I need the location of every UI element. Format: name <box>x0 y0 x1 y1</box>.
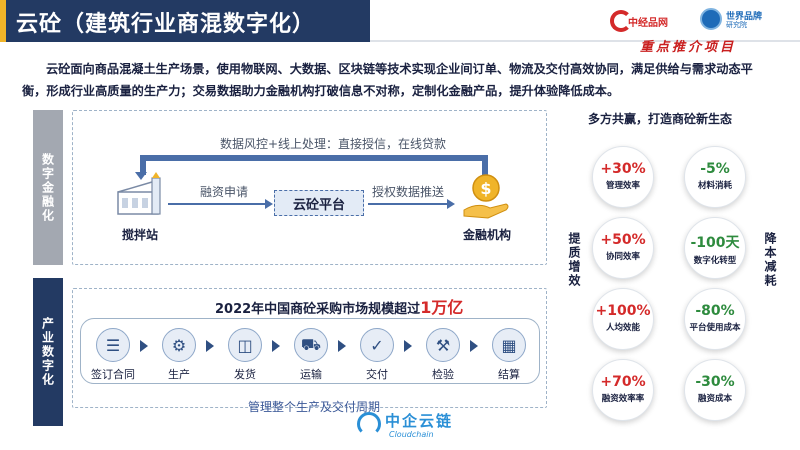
step-label: 签订合同 <box>91 368 135 381</box>
cost-reduction-label: 降本减耗 <box>763 232 777 288</box>
metric-value: +50% <box>600 232 646 248</box>
step-label: 发货 <box>234 368 256 381</box>
data-push-arrowhead <box>447 199 455 209</box>
step-chevron <box>140 340 148 352</box>
metric-platform-cost: -80% 平台使用成本 <box>684 288 746 350</box>
data-push-label: 授权数据推送 <box>372 185 445 199</box>
zhongjing-logo: 中经品网 <box>610 10 680 32</box>
step-chevron <box>470 340 478 352</box>
financing-arrowhead <box>265 199 273 209</box>
metric-financing-efficiency: +70% 融资效率率 <box>592 359 654 421</box>
industry-panel <box>72 288 547 408</box>
title-divider <box>370 40 800 42</box>
mixing-plant-label: 搅拌站 <box>121 228 158 242</box>
metric-label: 协同效率 <box>605 252 640 262</box>
side-label-digital-finance: 数字金融化 <box>33 110 63 265</box>
cloudchain-logo: 中企云链 Cloudchain <box>357 410 497 440</box>
metric-financing-cost: -30% 融资成本 <box>684 359 746 421</box>
step-shipping: ◫ 发货 <box>220 328 270 382</box>
step-chevron <box>338 340 346 352</box>
side-label-industry: 产业数字化 <box>33 278 63 426</box>
globe-icon <box>700 8 722 30</box>
metric-value: +100% <box>595 303 651 319</box>
world-brand-line1: 世界品牌 <box>726 12 763 22</box>
metric-material-consumption: -5% 材料消耗 <box>684 146 746 208</box>
financing-arrow-line <box>168 203 266 205</box>
step-label: 运输 <box>300 368 322 381</box>
metric-label: 数字化转型 <box>693 256 737 266</box>
step-inspection: ⚒ 检验 <box>418 328 468 382</box>
zhongjing-c-icon <box>610 10 632 32</box>
zhongjing-logo-text: 中经品网 <box>628 18 668 29</box>
truck-icon: ⛟ <box>294 328 328 362</box>
metric-value: -100天 <box>690 235 740 251</box>
metric-label: 管理效率 <box>605 181 640 191</box>
mixing-plant-icon <box>117 172 161 215</box>
financial-institution-label: 金融机构 <box>462 228 511 242</box>
financing-request-label: 融资申请 <box>200 185 249 199</box>
metric-value: -30% <box>695 374 735 390</box>
inspection-icon: ⚒ <box>426 328 460 362</box>
delivery-icon: ✓ <box>360 328 394 362</box>
metric-label: 融资成本 <box>697 394 732 404</box>
loop-arrowhead <box>135 172 147 180</box>
step-transport: ⛟ 运输 <box>286 328 336 382</box>
market-size-title: 2022年中国商砼采购市场规模超过1万亿 <box>215 294 463 318</box>
step-settlement: ▦ 结算 <box>484 328 534 382</box>
risk-control-note: 数据风控+线上处理：直接授信，在线贷款 <box>220 137 447 151</box>
page-title: 云砼（建筑行业商混数字化） <box>16 12 316 37</box>
metric-digital-transformation: -100天 数字化转型 <box>684 217 746 279</box>
step-chevron <box>404 340 412 352</box>
calculator-icon: ▦ <box>492 328 526 362</box>
coin-hand-icon: $ <box>463 174 509 219</box>
step-production: ⚙ 生产 <box>154 328 204 382</box>
cloudchain-sub: Cloudchain <box>389 430 434 439</box>
intro-paragraph: 云砼面向商品混凝土生产场景，使用物联网、大数据、区块链等技术实现企业间订单、物流… <box>22 62 753 98</box>
loop-line-top <box>140 155 483 161</box>
metric-per-capita-efficiency: +100% 人均效能 <box>592 288 654 350</box>
quality-efficiency-label: 提质增效 <box>567 232 581 288</box>
title-accent <box>0 0 6 42</box>
process-steps: ☰ 签订合同 ⚙ 生产 ◫ 发货 ⛟ 运输 ✓ 交付 ⚒ 检验 ▦ 结算 <box>88 328 538 388</box>
metric-label: 平台使用成本 <box>689 323 741 333</box>
step-label: 结算 <box>498 368 520 381</box>
partner-logos: 中经品网 世界品牌 研究院 重点推介项目 <box>610 6 790 55</box>
market-size-value: 1万亿 <box>420 298 464 317</box>
yuntong-platform-node: 云砼平台 <box>274 190 364 216</box>
svg-text:$: $ <box>480 179 491 198</box>
metric-value: -5% <box>700 161 730 177</box>
recommended-project-slogan: 重点推介项目 <box>640 40 737 55</box>
digital-finance-panel <box>72 110 547 265</box>
data-push-arrow-line <box>368 203 448 205</box>
world-brand-line2: 研究院 <box>726 21 747 29</box>
production-icon: ⚙ <box>162 328 196 362</box>
step-contract: ☰ 签订合同 <box>88 328 138 382</box>
metric-label: 材料消耗 <box>697 181 732 191</box>
metric-value: -80% <box>695 303 735 319</box>
shipping-icon: ◫ <box>228 328 262 362</box>
benefits-title: 多方共赢，打造商砼新生态 <box>588 112 733 126</box>
step-label: 交付 <box>366 368 388 381</box>
title-bar: 云砼（建筑行业商混数字化） <box>0 0 370 42</box>
metric-value: +30% <box>600 161 646 177</box>
step-chevron <box>272 340 280 352</box>
metric-label: 人均效能 <box>605 323 640 333</box>
step-chevron <box>206 340 214 352</box>
market-size-prefix: 2022年中国商砼采购市场规模超过 <box>215 302 421 317</box>
world-brand-logo: 世界品牌 研究院 <box>700 8 790 32</box>
step-label: 检验 <box>432 368 454 381</box>
step-label: 生产 <box>168 368 190 381</box>
lifecycle-note: 管理整个生产及交付周期 <box>248 400 381 414</box>
loop-line-right <box>482 155 488 175</box>
cloudchain-name: 中企云链 <box>385 412 454 430</box>
process-flow-container <box>80 318 540 384</box>
step-delivery: ✓ 交付 <box>352 328 402 382</box>
contract-icon: ☰ <box>96 328 130 362</box>
metric-collaboration-efficiency: +50% 协同效率 <box>592 217 654 279</box>
metric-label: 融资效率率 <box>601 394 645 404</box>
metric-management-efficiency: +30% 管理效率 <box>592 146 654 208</box>
cloudchain-icon <box>357 412 381 436</box>
metric-value: +70% <box>600 374 646 390</box>
